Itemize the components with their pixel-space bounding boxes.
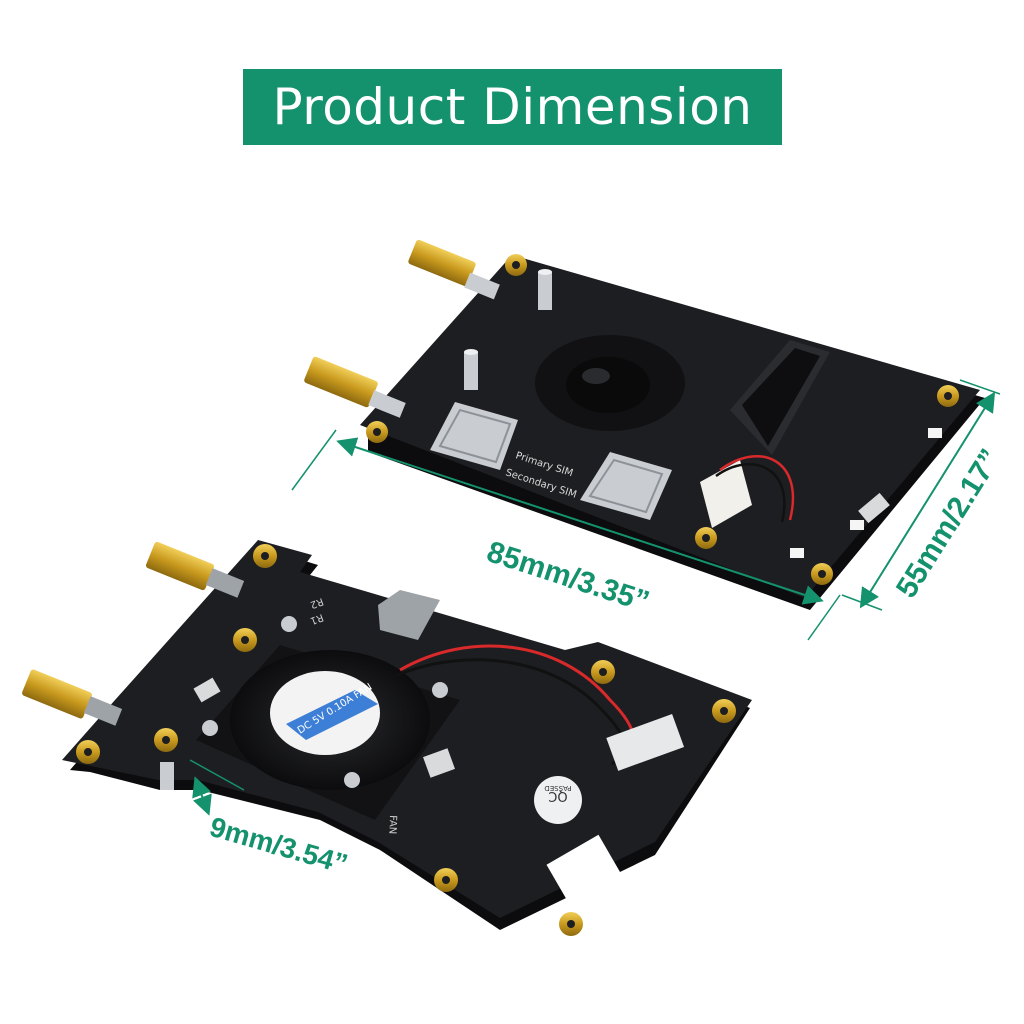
top-board: Primary SIM Secondary SIM: [304, 239, 985, 610]
title-banner: Product Dimension: [243, 69, 782, 145]
led-2: [790, 548, 804, 558]
qc-badge: [534, 776, 582, 824]
sma-connector: [22, 669, 123, 726]
led-1: [928, 428, 942, 438]
silk-r1: R1: [308, 611, 324, 626]
bottom-board: DC 5V 0.10A FAN QC PASSED FAN U8 R2 R1: [22, 540, 752, 936]
connector-window: [606, 714, 685, 771]
sma-connector: [408, 239, 500, 300]
top-board-pcb: [360, 255, 980, 598]
qc-badge-line1: QC: [548, 788, 567, 803]
screw-icon: [202, 720, 218, 736]
screw-icon: [281, 616, 297, 632]
silk-fan: FAN: [386, 815, 398, 835]
component: [193, 677, 221, 703]
silk-r2: R2: [308, 595, 324, 610]
sma-connector: [145, 541, 245, 598]
chip-u8: [423, 748, 455, 778]
page-title: Product Dimension: [272, 78, 753, 136]
standoff: [160, 762, 174, 790]
sma-connector: [304, 356, 406, 418]
standoff: [538, 272, 552, 310]
led-3: [850, 520, 864, 530]
screw-icon: [344, 772, 360, 788]
qc-badge-line2: PASSED: [544, 784, 571, 792]
screw-icon: [432, 682, 448, 698]
mounting-holes-bottom: [76, 544, 736, 936]
standoff: [464, 352, 478, 390]
length-label: 85mm/3.35”: [483, 535, 653, 618]
